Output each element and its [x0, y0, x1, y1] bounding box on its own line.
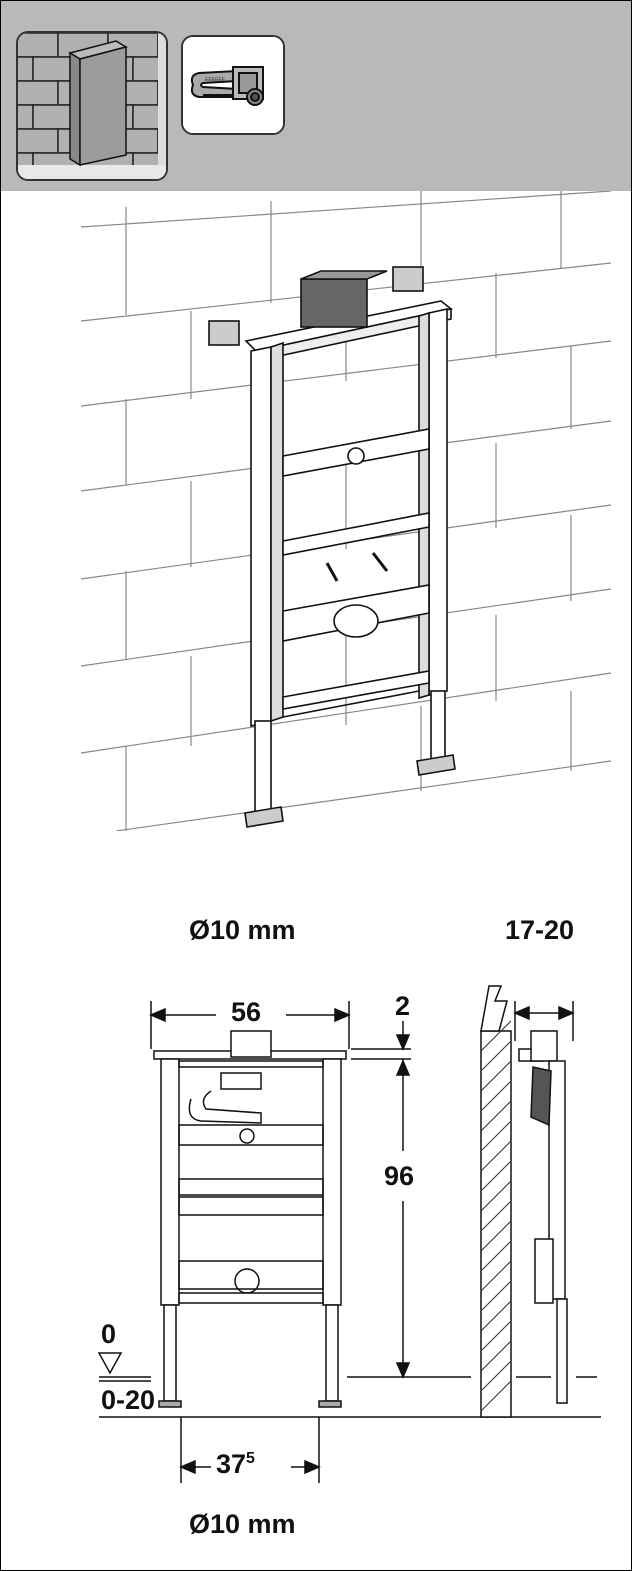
dimension-foot-spacing-base: 37 [216, 1449, 247, 1479]
dimension-anchor-top: Ø10 mm [189, 915, 296, 945]
dimension-width: 56 [231, 997, 262, 1027]
dimension-foot-spacing: 375 [216, 1449, 255, 1480]
svg-text:EEEEEE: EEEEEE [205, 77, 226, 83]
dimension-floor-zero: 0 [101, 1319, 117, 1349]
dimension-height: 96 [384, 1161, 415, 1191]
dimension-floor-range: 0-20 [101, 1385, 156, 1415]
wall-block-icon [16, 31, 168, 181]
dimension-foot-spacing-sup: 5 [246, 1450, 255, 1467]
dimension-gap: 2 [395, 991, 411, 1021]
frame-mounting-illustration [80, 191, 612, 831]
header-band: EEEEEE [1, 1, 631, 191]
dimension-drawing [97, 985, 601, 1483]
wall-anchor-bracket-icon: EEEEEE [181, 35, 285, 135]
dimension-anchor-bottom: Ø10 mm [189, 1509, 296, 1539]
dimension-depth: 17-20 [505, 915, 575, 945]
